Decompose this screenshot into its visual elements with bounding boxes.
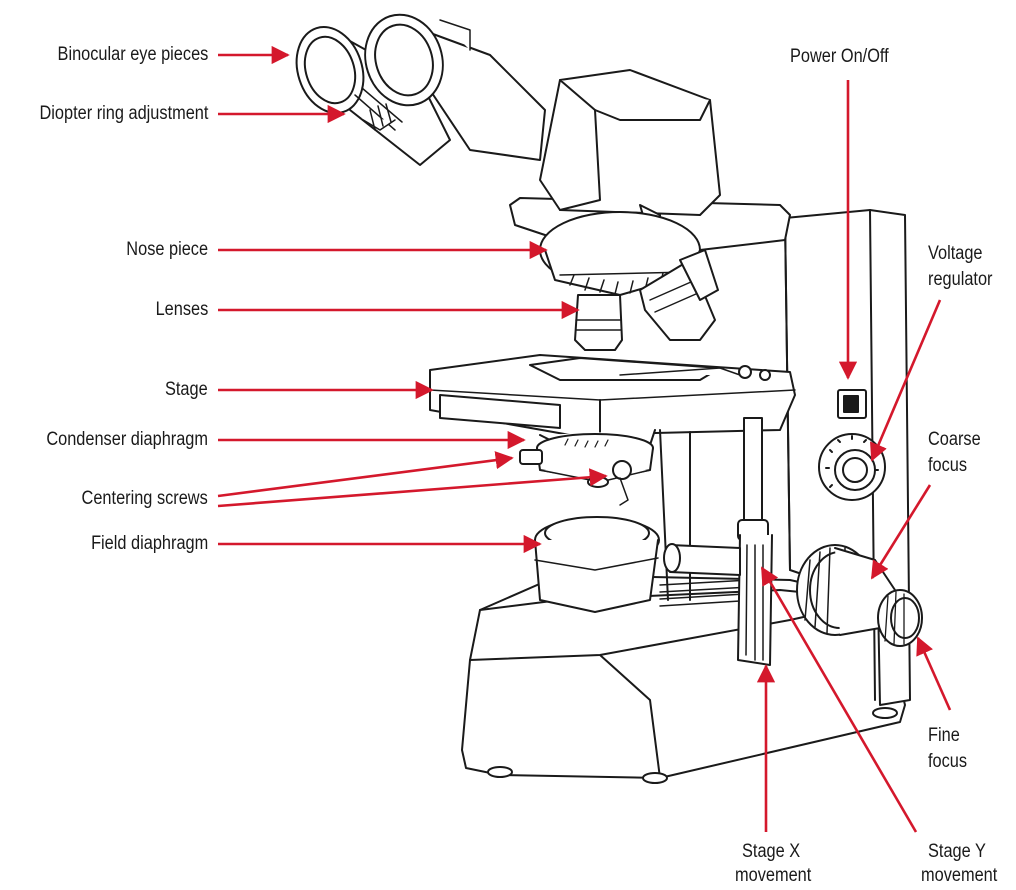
label-condenser-diaphragm: Condenser diaphragm	[46, 429, 208, 450]
field-diaphragm-body	[534, 516, 660, 613]
arrow-centering-2	[217, 468, 608, 508]
label-stage-y-2: movement	[921, 865, 998, 886]
arrows	[217, 45, 952, 833]
label-fine-1: Fine	[928, 725, 960, 746]
nosepiece	[539, 211, 701, 296]
label-stage-x-1: Stage X	[742, 841, 801, 862]
label-fine-2: focus	[928, 751, 968, 772]
label-field-diaphragm: Field diaphragm	[90, 533, 208, 554]
stage-platform	[429, 354, 796, 439]
arrow-stage-y	[760, 566, 918, 833]
objectives	[574, 249, 719, 351]
label-binocular-eye-pieces: Binocular eye pieces	[57, 44, 208, 65]
condenser	[519, 429, 656, 506]
label-centering-screws: Centering screws	[81, 488, 208, 509]
arrow-coarse	[870, 484, 932, 580]
label-stage-y-1: Stage Y	[928, 841, 986, 862]
label-coarse-2: focus	[928, 455, 968, 476]
arrow-fine	[916, 636, 952, 711]
label-stage-x-2: movement	[735, 865, 812, 886]
eyepieces	[295, 13, 546, 166]
label-diopter-ring: Diopter ring adjustment	[39, 103, 208, 124]
label-voltage-1: Voltage	[928, 243, 983, 264]
label-voltage-2: regulator	[928, 269, 993, 290]
label-coarse-1: Coarse	[928, 429, 981, 450]
label-stage: Stage	[165, 379, 208, 400]
arrow-centering-1	[217, 451, 514, 498]
label-power: Power On/Off	[790, 46, 889, 67]
label-nose-piece: Nose piece	[126, 239, 208, 260]
arrow-voltage	[870, 299, 942, 462]
label-lenses: Lenses	[155, 299, 208, 320]
